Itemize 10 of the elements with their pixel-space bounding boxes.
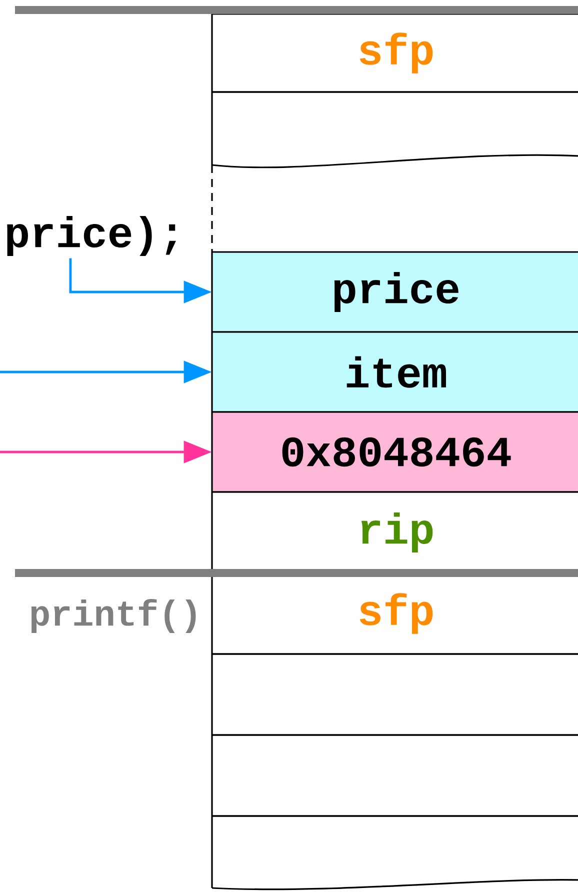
stack-cell [211,653,578,736]
stack-cell: 0x8048464 [211,411,578,493]
frame-label: printf() [31,598,196,634]
stack-cell [211,815,578,890]
stack-cell [211,91,578,252]
stack-cell: item [211,331,578,413]
stack-cell: price [211,251,578,333]
code-text: price); [7,216,176,256]
stack-cell [211,734,578,817]
stack-cell: sfp [211,13,578,93]
